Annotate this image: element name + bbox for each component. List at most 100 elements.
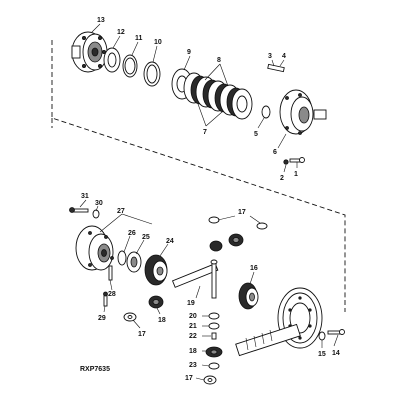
callout-15: 15 <box>318 351 326 358</box>
pinion-gears-upper <box>209 233 244 252</box>
callout-22: 22 <box>189 333 197 340</box>
leader-25 <box>135 239 145 255</box>
leader-3 <box>271 59 275 67</box>
callout-3: 3 <box>268 53 272 60</box>
leader-17c <box>195 377 205 381</box>
pinion-gear-18 <box>148 295 164 309</box>
callout-8: 8 <box>217 57 221 64</box>
callout-1: 1 <box>294 171 298 178</box>
side-gear-25 <box>126 251 142 273</box>
ring-12 <box>103 47 121 73</box>
bevel-gear-24 <box>144 254 168 286</box>
ring-11 <box>122 54 138 78</box>
callout-20: 20 <box>189 313 197 320</box>
callout-7: 7 <box>203 129 207 136</box>
leader-17a <box>217 215 236 221</box>
leader-13 <box>91 23 101 33</box>
leader-8a <box>204 63 221 81</box>
leader-12 <box>112 35 121 49</box>
callout-18: 18 <box>158 317 166 324</box>
leader-24 <box>159 243 169 257</box>
differential-case-top <box>71 31 108 73</box>
washer-23 <box>208 362 220 370</box>
callout-26: 26 <box>128 230 136 237</box>
gear-16 <box>238 282 259 310</box>
callout-9: 9 <box>187 49 191 56</box>
callout-17-left: 17 <box>138 331 146 338</box>
callout-17-lower: 17 <box>185 375 193 382</box>
callout-16: 16 <box>250 265 258 272</box>
cross-shaft-19 <box>171 259 219 299</box>
leader-31 <box>79 199 87 208</box>
callout-13: 13 <box>97 17 105 24</box>
clutch-disc-pack <box>171 68 253 120</box>
pin-22 <box>211 332 217 340</box>
leader-17b <box>132 319 141 329</box>
leader-11 <box>131 41 139 56</box>
bolt-29 <box>103 291 108 307</box>
leader-14 <box>333 334 339 347</box>
leader-4 <box>279 59 285 67</box>
leader-6 <box>277 133 287 149</box>
bolt-31 <box>69 207 89 213</box>
washer-21 <box>208 322 220 330</box>
pinion-gear-18-lower <box>205 346 223 358</box>
leader-17a2 <box>249 215 261 224</box>
leader-16 <box>249 271 255 285</box>
callout-19: 19 <box>187 300 195 307</box>
leader-30 <box>95 205 99 212</box>
callout-23: 23 <box>189 362 197 369</box>
callout-11: 11 <box>135 35 143 42</box>
leader-9 <box>183 55 191 71</box>
leader-18 <box>156 307 161 315</box>
callout-5: 5 <box>254 131 258 138</box>
callout-6: 6 <box>273 149 277 156</box>
callout-31: 31 <box>81 193 89 200</box>
callout-14: 14 <box>332 350 340 357</box>
bolt-1 <box>289 157 305 163</box>
washer-17-lower <box>203 375 217 385</box>
leader-10 <box>152 45 158 63</box>
leader-7b <box>205 111 223 127</box>
callout-17-upper: 17 <box>238 209 246 216</box>
bolt-14 <box>327 329 345 335</box>
callout-18-lower: 18 <box>189 348 197 355</box>
differential-case-27 <box>75 225 114 271</box>
callout-12: 12 <box>117 29 125 36</box>
assembly-boundary-dashed-lower <box>51 118 346 312</box>
leader-26 <box>123 235 131 253</box>
callout-29: 29 <box>98 315 106 322</box>
washer-17-left <box>123 312 137 322</box>
callout-30: 30 <box>95 200 103 207</box>
leader-8b <box>219 63 229 87</box>
leader-2 <box>283 164 287 173</box>
pin-28 <box>108 265 113 281</box>
callout-2: 2 <box>280 175 284 182</box>
washer-15 <box>318 331 326 341</box>
leader-23 <box>201 364 210 367</box>
callout-25: 25 <box>142 234 150 241</box>
leader-5 <box>257 117 265 129</box>
differential-cover-6 <box>279 89 327 135</box>
ring-10 <box>143 61 161 87</box>
washer-26 <box>117 250 127 266</box>
leader-19 <box>195 285 201 299</box>
leader-28 <box>109 279 113 291</box>
drive-pinion-shaft <box>235 323 301 357</box>
leader-29 <box>103 305 106 313</box>
callout-27: 27 <box>117 208 125 215</box>
callout-28: 28 <box>108 291 116 298</box>
assembly-boundary-dashed <box>51 40 346 300</box>
leader-27b <box>121 213 153 225</box>
callout-10: 10 <box>154 39 162 46</box>
washer-17-upper <box>208 216 268 230</box>
callout-24: 24 <box>166 238 174 245</box>
leader-27a <box>99 213 123 233</box>
pin-3 <box>267 63 285 73</box>
washer-30 <box>92 209 100 219</box>
reference-code: RXP7635 <box>80 366 110 373</box>
callout-4: 4 <box>282 53 286 60</box>
washer-20 <box>208 312 220 320</box>
